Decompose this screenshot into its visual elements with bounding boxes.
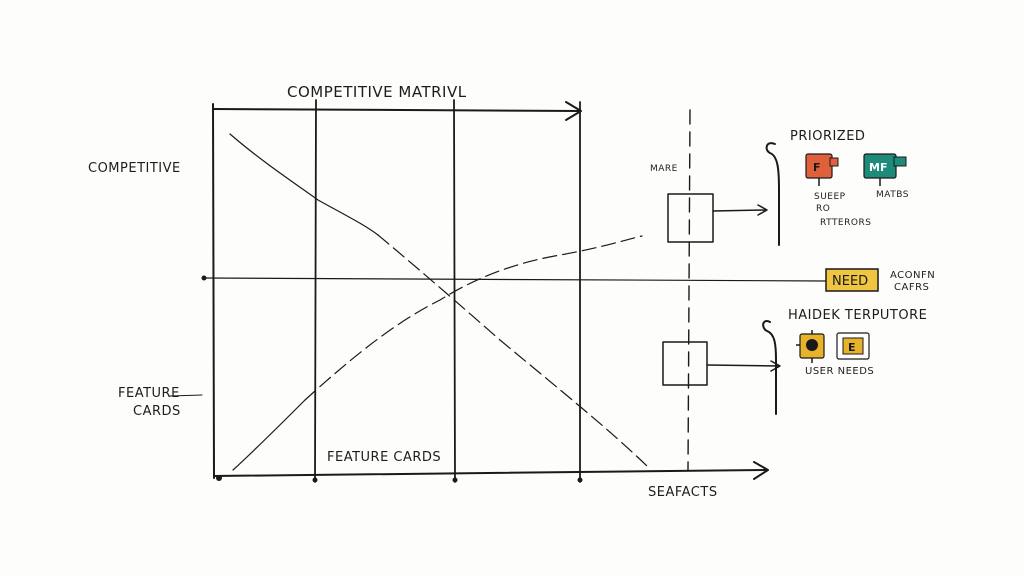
label-competitive: COMPETITIVE [88,161,181,176]
ascending-curve [232,235,643,471]
lower-arrow [706,360,781,372]
diagram-title: COMPETITIVE MATRIVL [287,83,467,101]
upper-arrow [712,204,768,216]
prioritized-caption-right: MATBS [876,190,909,200]
lower-bracket [762,320,777,415]
prioritized-caption-2: RO [816,204,830,214]
need-note-1: ACONFN [890,270,935,281]
descending-curve [229,133,649,468]
prioritized-icon-f: F [805,153,839,186]
label-seafacts: SEAFACTS [648,485,718,500]
prioritized-icon-mf: MF [863,153,907,186]
svg-text:F: F [813,161,821,174]
svg-text:NEED: NEED [832,274,868,289]
lower-box [662,341,708,386]
top-axis-arrow [212,101,582,121]
label-prioritized: PRIORIZED [790,129,865,144]
need-note-2: CAFRS [894,282,929,293]
prioritized-caption-3: RTTERORS [820,218,871,228]
prioritized-caption-1: SUEEP [814,192,846,202]
svg-text:MF: MF [869,161,887,174]
upper-box [667,193,714,243]
label-mare: MARE [650,164,678,174]
label-hidden-header: HAIDEK TERPUTORE [788,308,927,323]
bottom-axis-ticks [216,475,583,483]
need-badge: NEED [825,268,879,292]
svg-text:E: E [848,341,856,354]
horizontal-divider [201,275,827,282]
label-cards: CARDS [133,404,181,419]
user-need-icon-dot [796,330,825,363]
label-feature-cards: FEATURE CARDS [327,450,441,465]
upper-bracket [765,142,780,246]
left-axis [212,103,215,479]
user-need-icon-e: E [836,332,870,360]
label-user-needs: USER NEEDS [805,366,874,377]
vertical-grid-lines [314,99,581,483]
dashed-separator [687,109,691,471]
label-feature: FEATURE [118,386,180,401]
bottom-axis-arrow [213,461,769,480]
